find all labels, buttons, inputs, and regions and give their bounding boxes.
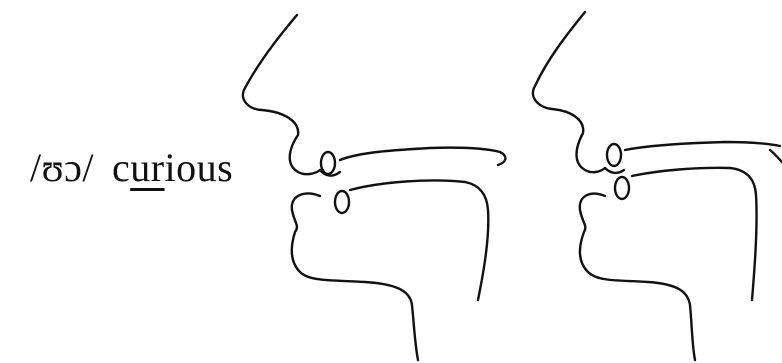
vowel-label: /ʊɔ/curious bbox=[30, 148, 233, 188]
palate-outline-lower bbox=[770, 150, 782, 162]
palate-outline bbox=[340, 148, 505, 165]
lower-teeth bbox=[615, 177, 629, 199]
tongue-outline bbox=[632, 168, 757, 300]
face-profile-outline bbox=[243, 15, 320, 174]
lower-teeth bbox=[335, 191, 349, 213]
upper-lip-inner bbox=[605, 168, 624, 173]
lower-lip-jaw-outline bbox=[580, 194, 695, 360]
upper-teeth bbox=[321, 152, 335, 174]
example-word: curious bbox=[112, 145, 233, 190]
ipa-symbol: /ʊɔ/ bbox=[30, 145, 94, 190]
face-profile-outline bbox=[533, 12, 605, 172]
upper-teeth bbox=[607, 144, 621, 166]
mouth-diagram-end bbox=[526, 0, 782, 363]
lower-lip-jaw-outline bbox=[292, 194, 418, 360]
example-word-highlight: ur bbox=[130, 145, 164, 190]
mouth-diagram-start bbox=[238, 0, 524, 363]
example-word-prefix: c bbox=[112, 145, 130, 190]
example-word-suffix: ious bbox=[165, 145, 234, 190]
palate-outline bbox=[625, 142, 780, 150]
